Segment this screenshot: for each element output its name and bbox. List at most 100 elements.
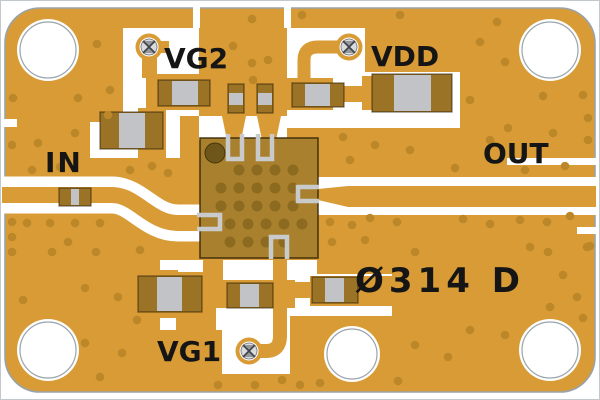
via-dot — [70, 218, 80, 228]
die-leads — [197, 134, 319, 259]
via-dot — [63, 237, 73, 247]
via-dot — [583, 135, 593, 145]
screw-cross — [342, 40, 356, 54]
via-dot — [525, 242, 535, 252]
die-via — [251, 182, 263, 194]
via-dot — [458, 214, 468, 224]
via-dot — [443, 352, 453, 362]
die-via — [233, 200, 245, 212]
die-via — [215, 200, 227, 212]
amplifier-die — [197, 134, 319, 259]
smd-component — [99, 111, 164, 150]
component-body — [394, 75, 431, 111]
via-dot — [315, 378, 325, 388]
via-dot — [247, 58, 257, 68]
smd-component — [226, 282, 274, 309]
die-via — [242, 236, 254, 248]
die-via — [242, 218, 254, 230]
mounting-hole — [521, 21, 579, 79]
via-dot — [370, 140, 380, 150]
component-body — [71, 189, 79, 205]
via-dot — [163, 168, 173, 178]
via-dot — [465, 325, 475, 335]
via-dot — [410, 247, 420, 257]
etch-slit-right-upper — [507, 158, 596, 165]
mounting-hole — [19, 21, 77, 79]
via-dot — [548, 128, 558, 138]
via-dot — [538, 91, 548, 101]
screw-slot — [243, 351, 255, 357]
ground-vias — [7, 10, 595, 390]
silkscreen-vg2-label: VG2 — [164, 42, 228, 75]
via-dot — [7, 217, 17, 227]
via-dot — [345, 155, 355, 165]
vg2-tp-tab — [159, 41, 169, 53]
via-dot — [277, 375, 287, 385]
die-via — [224, 236, 236, 248]
via-dot — [475, 37, 485, 47]
via-dot — [80, 283, 90, 293]
via-dot — [73, 93, 83, 103]
die-lead-top-2 — [255, 134, 275, 162]
die-via — [269, 200, 281, 212]
smd-component — [227, 83, 245, 114]
components — [58, 73, 453, 313]
silkscreen-out-label: OUT — [483, 137, 549, 170]
screw-slot — [143, 47, 155, 53]
die-via — [233, 164, 245, 176]
via-dot — [27, 165, 37, 175]
input-trace — [2, 187, 206, 231]
via-dot — [520, 165, 530, 175]
die-via — [233, 182, 245, 194]
test-points — [135, 33, 363, 365]
component-body — [172, 81, 198, 105]
die-via — [269, 182, 281, 194]
die-via — [296, 218, 308, 230]
component-body — [229, 93, 243, 105]
die-lead-bottom — [268, 234, 290, 259]
via-dot — [7, 232, 17, 242]
screw-slot — [343, 41, 355, 47]
via-dot — [500, 57, 510, 67]
via-dot — [565, 211, 575, 221]
via-dot — [70, 128, 80, 138]
via-dot — [410, 340, 420, 350]
via-dot — [45, 218, 55, 228]
via-dot — [582, 242, 592, 252]
via-dot — [103, 110, 113, 120]
via-dot — [543, 247, 553, 257]
via-dot — [263, 55, 273, 65]
via-dot — [578, 90, 588, 100]
silkscreen: VG2 VDD IN OUT VG1 Ø314 D — [45, 40, 549, 368]
smd-component — [137, 275, 203, 313]
via-dot — [572, 292, 582, 302]
die-via — [287, 164, 299, 176]
via-dot — [95, 218, 105, 228]
via-dot — [503, 123, 513, 133]
screw-cross — [242, 344, 256, 358]
die-lead-left — [197, 212, 223, 232]
mounting-hole — [521, 321, 579, 379]
via-dot — [392, 217, 402, 227]
via-dot — [147, 161, 157, 171]
smd-component — [371, 73, 453, 113]
pin1-marker-icon — [204, 142, 226, 164]
screw-slot — [343, 47, 355, 53]
silkscreen-in-label: IN — [45, 146, 83, 179]
component-body — [119, 113, 145, 148]
via-dot — [295, 380, 305, 390]
vdd-neck — [340, 86, 366, 102]
via-dot — [338, 132, 348, 142]
mounting-hole — [19, 321, 77, 379]
via-dot — [92, 39, 102, 49]
via-dot — [80, 338, 90, 348]
vg1-neck — [284, 282, 314, 298]
via-dot — [542, 217, 552, 227]
via-dot — [91, 247, 101, 257]
via-dot — [297, 10, 307, 20]
via-dot — [583, 113, 593, 123]
via-dot — [113, 292, 123, 302]
via-dot — [47, 247, 57, 257]
silkscreen-marking-label: Ø314 D — [355, 261, 525, 301]
test-point-vg1 — [235, 337, 263, 365]
